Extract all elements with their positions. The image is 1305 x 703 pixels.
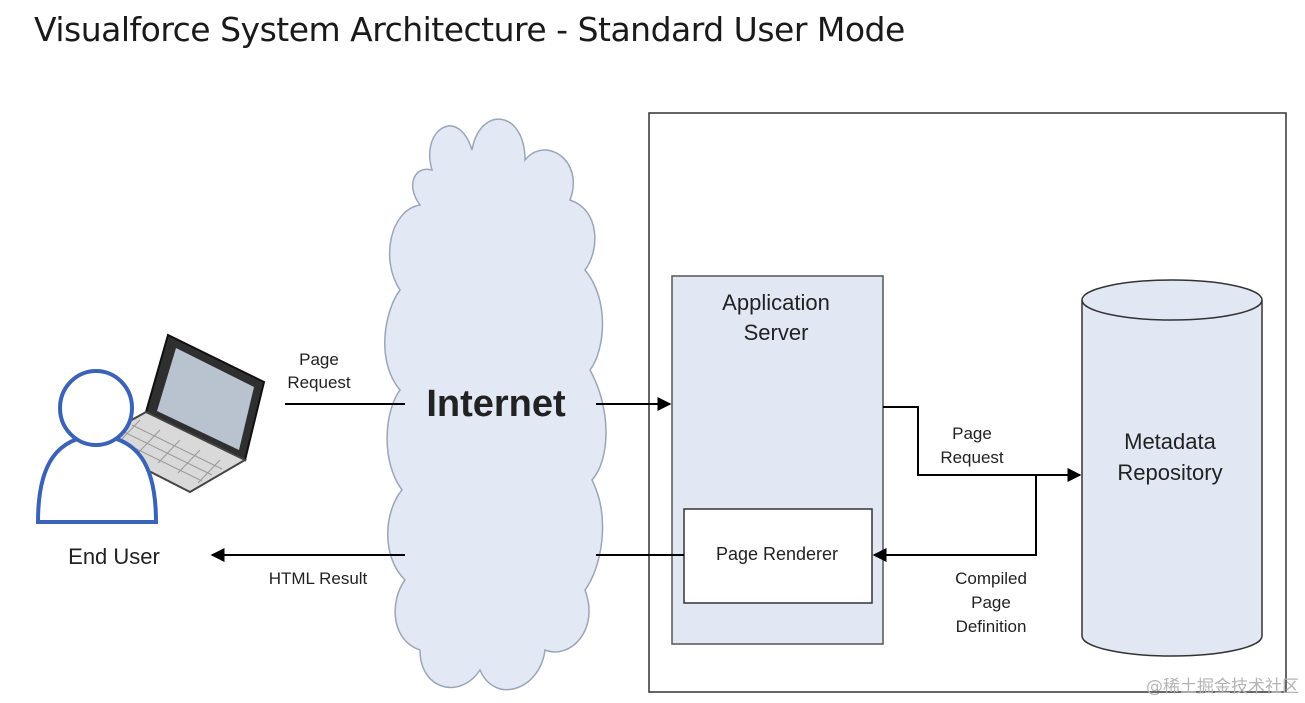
compiled-definition-arrow: [872, 475, 1037, 562]
compiled-label-line2: Page: [971, 593, 1011, 612]
app-server-label-line2: Server: [744, 320, 809, 345]
end-user-label: End User: [68, 544, 160, 569]
page-renderer-box: [683, 508, 873, 604]
watermark: @稀土掘金技术社区: [1146, 677, 1299, 697]
laptop-icon: [89, 333, 266, 494]
compiled-label-line3: Definition: [956, 617, 1027, 636]
metadata-request-arrow: [883, 406, 1082, 482]
app-server-label-line1: Application: [722, 290, 830, 315]
html-result-label: HTML Result: [269, 569, 368, 588]
page-title: Visualforce System Architecture - Standa…: [34, 10, 905, 49]
metadata-label-line2: Repository: [1117, 460, 1222, 485]
person-head-icon: [58, 369, 134, 447]
end-user-icon: [35, 333, 266, 524]
metadata-request-label-line1: Page: [952, 424, 992, 443]
internet-cloud: Internet: [384, 118, 607, 691]
page-request-label-line1: Page: [299, 350, 339, 369]
metadata-label-line1: Metadata: [1124, 429, 1216, 454]
page-renderer-label: Page Renderer: [716, 544, 838, 564]
metadata-request-label-line2: Request: [940, 448, 1004, 467]
compiled-label-line1: Compiled: [955, 569, 1027, 588]
metadata-repository-cylinder: Metadata Repository: [1081, 279, 1263, 657]
internet-label: Internet: [426, 383, 566, 425]
page-request-label-line2: Request: [287, 373, 351, 392]
